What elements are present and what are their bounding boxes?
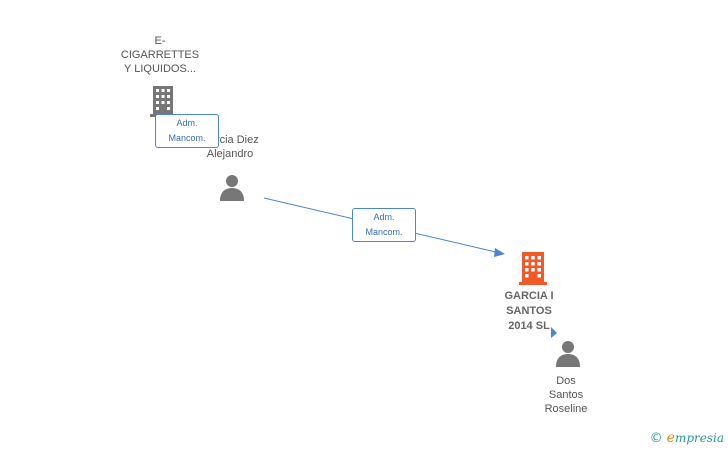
empresia-watermark: ©empresia bbox=[650, 430, 724, 446]
edge-badge-garcia-to-main[interactable]: Adm. Mancom. bbox=[352, 208, 416, 242]
company-top-label[interactable]: E- CIGARRETTES Y LIQUIDOS... bbox=[120, 35, 200, 75]
building-icon[interactable] bbox=[150, 84, 176, 118]
person-icon[interactable] bbox=[218, 173, 246, 201]
copyright-icon: © bbox=[649, 431, 663, 446]
edge-arrow-garcia-to-main bbox=[494, 248, 505, 257]
edge-badge-top-to-garcia[interactable]: Adm. Mancom. bbox=[155, 114, 219, 148]
edge-arrow-main-to-dos bbox=[551, 327, 557, 338]
person-icon[interactable] bbox=[554, 339, 582, 367]
building-main-icon[interactable] bbox=[518, 250, 548, 286]
company-main-label[interactable]: GARCIA I SANTOS 2014 SL bbox=[504, 290, 554, 332]
brand-initial: e bbox=[666, 430, 675, 446]
brand-name: mpresia bbox=[674, 431, 724, 445]
person-dos-label[interactable]: Dos Santos Roseline bbox=[544, 375, 588, 415]
